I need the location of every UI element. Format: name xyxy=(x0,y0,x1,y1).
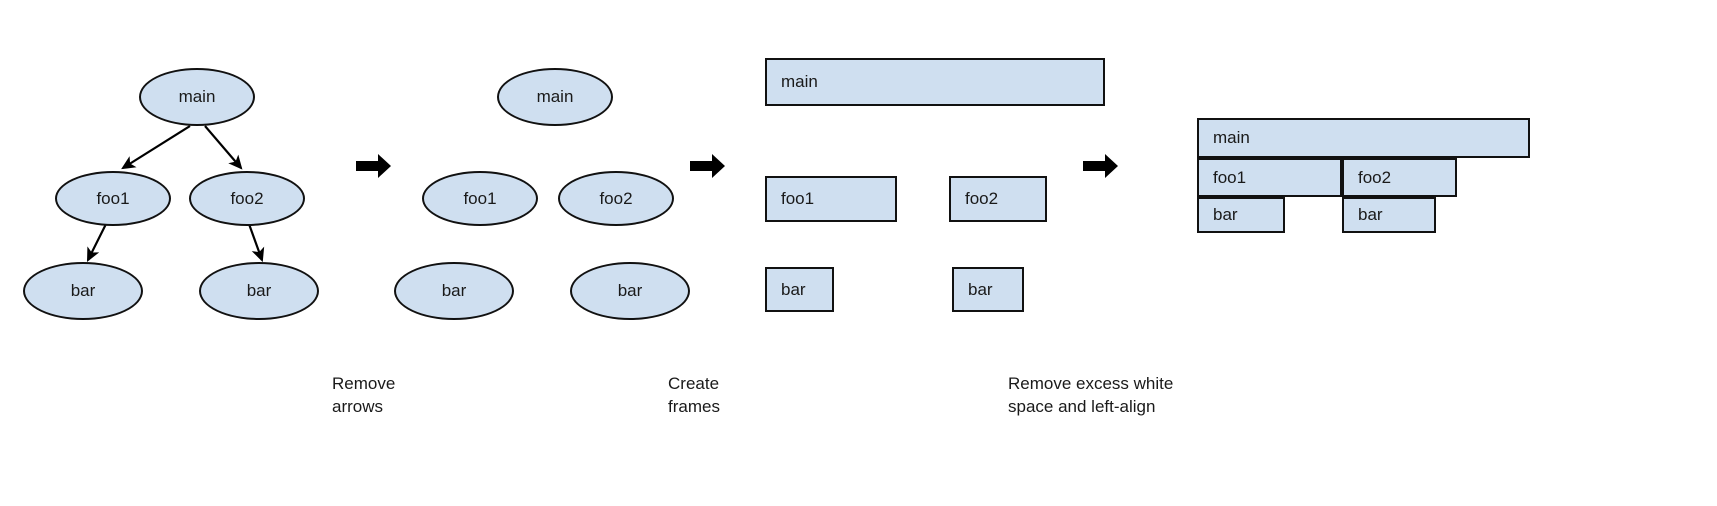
tree-node-foo1-label: foo1 xyxy=(96,188,130,208)
frame-main-label: main xyxy=(781,72,818,91)
noarrows-node-foo1[interactable]: foo1 xyxy=(422,171,538,226)
flame-bar2-label: bar xyxy=(1358,205,1383,224)
tree-node-main[interactable]: main xyxy=(139,68,255,126)
tree-node-main-label: main xyxy=(178,87,216,106)
flame-main-label: main xyxy=(1213,128,1250,147)
frame-bar1-label: bar xyxy=(781,279,806,299)
step-arrow-2-icon xyxy=(690,154,725,178)
frame-bar2[interactable]: bar xyxy=(952,267,1024,312)
tree-node-bar1-label: bar xyxy=(70,281,96,300)
step-arrow-3-icon xyxy=(1083,154,1118,178)
frame-bar2-label: bar xyxy=(968,279,993,299)
flame-foo1[interactable]: foo1 xyxy=(1197,158,1342,197)
edge-main-foo1 xyxy=(121,125,191,170)
noarrows-node-foo2[interactable]: foo2 xyxy=(558,171,674,226)
noarrows-node-foo2-label: foo2 xyxy=(599,188,633,208)
tree-node-foo2[interactable]: foo2 xyxy=(189,171,305,226)
noarrows-node-bar1[interactable]: bar xyxy=(394,262,514,320)
flame-bar1[interactable]: bar xyxy=(1197,197,1285,233)
step-arrow-1-icon xyxy=(356,154,391,178)
tree-node-foo1[interactable]: foo1 xyxy=(55,171,171,226)
flame-foo2[interactable]: foo2 xyxy=(1342,158,1457,197)
noarrows-node-bar1-label: bar xyxy=(441,281,467,300)
frame-bar1[interactable]: bar xyxy=(765,267,834,312)
frame-main[interactable]: main xyxy=(765,58,1105,106)
edge-main-foo2 xyxy=(204,125,243,170)
tree-node-bar2[interactable]: bar xyxy=(199,262,319,320)
noarrows-node-foo1-label: foo1 xyxy=(463,188,497,208)
tree-node-bar2-label: bar xyxy=(246,281,272,300)
noarrows-node-main-label: main xyxy=(536,87,574,106)
flame-bar1-label: bar xyxy=(1213,205,1238,224)
caption-remove-arrows: Remove arrows xyxy=(332,374,396,416)
flame-bar2[interactable]: bar xyxy=(1342,197,1436,233)
noarrows-node-bar2-label: bar xyxy=(617,281,643,300)
frame-foo2-label: foo2 xyxy=(965,189,999,208)
noarrows-node-bar2[interactable]: bar xyxy=(570,262,690,320)
flame-foo2-label: foo2 xyxy=(1358,167,1392,187)
flame-foo1-label: foo1 xyxy=(1213,167,1247,187)
caption-create-frames: Create frames xyxy=(668,374,720,416)
frame-foo2[interactable]: foo2 xyxy=(949,176,1047,222)
flame-main[interactable]: main xyxy=(1197,118,1530,158)
caption-remove-white-space: Remove excess white space and left-align xyxy=(1008,374,1174,416)
edge-foo1-bar1 xyxy=(87,223,107,262)
noarrows-node-main[interactable]: main xyxy=(497,68,613,126)
frame-foo1-label: foo1 xyxy=(781,189,815,208)
edge-foo2-bar2 xyxy=(247,223,265,263)
tree-node-foo2-label: foo2 xyxy=(230,188,264,208)
frame-foo1[interactable]: foo1 xyxy=(765,176,897,222)
tree-node-bar1[interactable]: bar xyxy=(23,262,143,320)
